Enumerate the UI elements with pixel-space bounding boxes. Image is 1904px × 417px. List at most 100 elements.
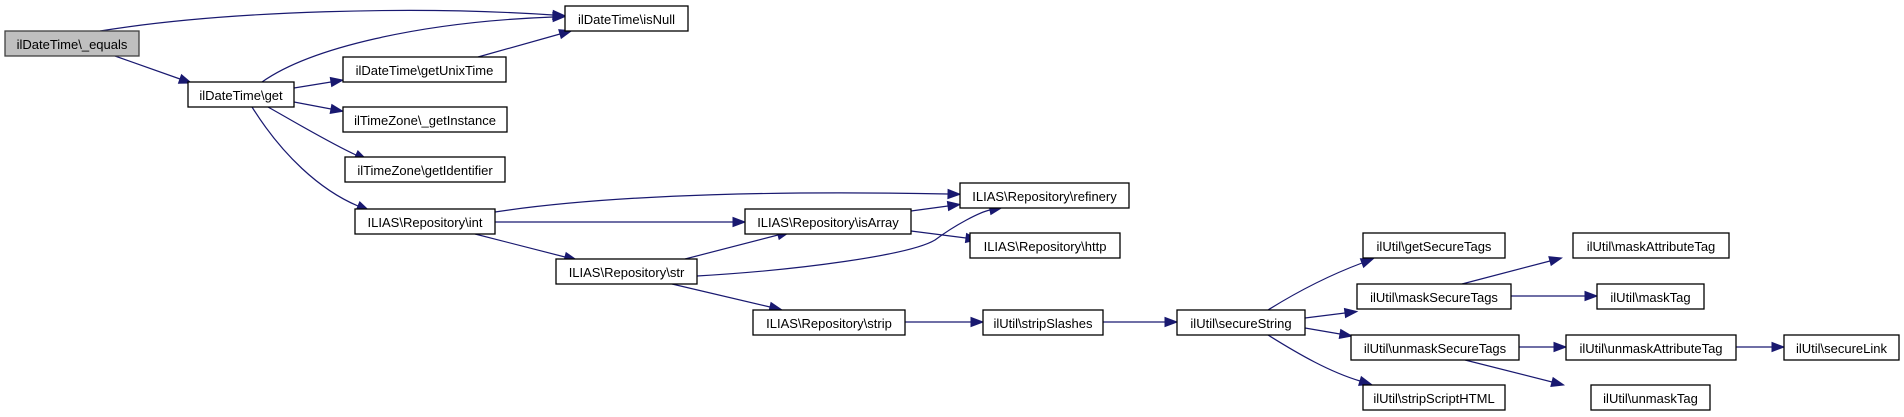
node-label: ilUtil\getSecureTags	[1377, 239, 1492, 254]
node-box	[1176, 309, 1306, 336]
edge-ilutil-masksecuretags-to-ilutil-maskattributetag	[1461, 256, 1563, 285]
arrowhead-icon	[1550, 376, 1566, 387]
node-ilutil-stripscripthtml[interactable]: ilUtil\stripScriptHTML	[1362, 384, 1506, 411]
arrowhead-icon	[1343, 307, 1359, 319]
node-ilias-repository-str[interactable]: ILIAS\Repository\str	[555, 258, 698, 285]
node-ilutil-securelink[interactable]: ilUtil\secureLink	[1783, 334, 1900, 361]
edge-ildatetime-get-to-iltimezone-getinstance	[293, 101, 345, 115]
node-ilutil-getsecuretags[interactable]: ilUtil\getSecureTags	[1362, 232, 1506, 259]
arrowhead-icon	[732, 216, 747, 228]
node-label: ILIAS\Repository\refinery	[972, 189, 1117, 204]
edge-ildatetime-equals-to-ildatetime-get	[114, 55, 193, 84]
node-label: ilUtil\unmaskSecureTags	[1364, 341, 1507, 356]
node-box	[564, 5, 689, 32]
node-ilutil-masktag[interactable]: ilUtil\maskTag	[1596, 283, 1705, 310]
edge-ilutil-securestring-to-ilutil-getsecuretags	[1267, 258, 1375, 311]
edges	[99, 9, 1786, 387]
node-ilutil-securestring[interactable]: ilUtil\secureString	[1176, 309, 1306, 336]
node-box	[187, 81, 295, 108]
edge-ilias-repository-str-to-ilias-repository-strip	[671, 283, 784, 312]
edge-ilutil-stripslashes-to-ilutil-securestring	[1103, 316, 1179, 328]
node-ilias-repository-refinery[interactable]: ILIAS\Repository\refinery	[959, 182, 1130, 209]
edge-line	[474, 233, 566, 258]
edge-line	[293, 81, 332, 89]
arrowhead-icon	[1359, 258, 1375, 269]
edge-ildatetime-get-to-ildatetime-getunixtime	[293, 76, 345, 89]
node-iltimezone-getinstance[interactable]: ilTimeZone\_getInstance	[342, 106, 508, 133]
node-ilutil-unmasktag[interactable]: ilUtil\unmaskTag	[1590, 384, 1711, 411]
node-label: ILIAS\Repository\strip	[766, 316, 892, 331]
node-box	[1356, 283, 1512, 310]
edge-line	[1267, 262, 1363, 311]
arrowhead-icon	[970, 316, 985, 328]
edge-line	[1464, 359, 1553, 383]
node-box	[1565, 334, 1737, 361]
edge-ildatetime-getunixtime-to-ildatetime-isnull	[477, 29, 573, 58]
node-label: ilUtil\unmaskAttributeTag	[1579, 341, 1722, 356]
edge-ilutil-masksecuretags-to-ilutil-masktag	[1511, 290, 1599, 302]
arrowhead-icon	[1338, 328, 1354, 340]
node-ildatetime-equals[interactable]: ilDateTime\_equals	[4, 30, 140, 57]
node-label: ilUtil\secureLink	[1796, 341, 1888, 356]
node-ilutil-masksecuretags[interactable]: ilUtil\maskSecureTags	[1356, 283, 1512, 310]
edge-ilutil-unmasksecuretags-to-ilutil-unmaskattributetag	[1519, 341, 1568, 353]
node-ilutil-stripslashes[interactable]: ilUtil\stripSlashes	[982, 309, 1104, 336]
node-ildatetime-isnull[interactable]: ilDateTime\isNull	[564, 5, 689, 32]
edge-line	[910, 230, 967, 239]
node-label: ilUtil\maskAttributeTag	[1587, 239, 1716, 254]
edge-line	[1267, 334, 1361, 382]
node-box	[1590, 384, 1711, 411]
node-ilias-repository-strip[interactable]: ILIAS\Repository\strip	[752, 309, 906, 336]
arrowhead-icon	[329, 76, 345, 88]
edge-ilutil-unmasksecuretags-to-ilutil-unmasktag	[1464, 359, 1566, 387]
node-ilutil-maskattributetag[interactable]: ilUtil\maskAttributeTag	[1572, 232, 1730, 259]
node-box	[1350, 334, 1520, 361]
edge-line	[293, 101, 332, 110]
node-ildatetime-getunixtime[interactable]: ilDateTime\getUnixTime	[342, 56, 507, 83]
node-label: ilDateTime\get	[199, 88, 283, 103]
edge-ilutil-securestring-to-ilutil-unmasksecuretags	[1304, 327, 1354, 340]
node-label: ilDateTime\isNull	[578, 12, 675, 27]
edge-line	[251, 106, 359, 207]
node-label: ilUtil\maskTag	[1610, 290, 1690, 305]
node-label: ILIAS\Repository\int	[368, 215, 483, 230]
node-box	[342, 106, 508, 133]
node-label: ilTimeZone\_getInstance	[354, 113, 496, 128]
node-label: ILIAS\Repository\isArray	[757, 215, 899, 230]
node-label: ilDateTime\getUnixTime	[356, 63, 494, 78]
node-box	[1572, 232, 1730, 259]
node-ilias-repository-int[interactable]: ILIAS\Repository\int	[354, 208, 496, 235]
node-label: ilUtil\maskSecureTags	[1370, 290, 1498, 305]
edge-ilutil-securestring-to-ilutil-stripscripthtml	[1267, 334, 1373, 386]
edge-ilias-repository-strip-to-ilutil-stripslashes	[905, 316, 985, 328]
node-box	[344, 156, 506, 183]
node-label: ILIAS\Repository\http	[984, 239, 1107, 254]
node-ildatetime-get[interactable]: ilDateTime\get	[187, 81, 295, 108]
edge-line	[494, 192, 949, 213]
edge-line	[1304, 327, 1341, 335]
node-ilias-repository-isarray[interactable]: ILIAS\Repository\isArray	[744, 208, 912, 235]
arrowhead-icon	[1771, 341, 1786, 353]
edge-line	[261, 16, 554, 83]
edge-line	[1461, 260, 1551, 285]
node-box	[969, 232, 1121, 259]
node-iltimezone-getidentifier[interactable]: ilTimeZone\getIdentifier	[344, 156, 506, 183]
node-label: ilUtil\secureString	[1190, 316, 1291, 331]
edge-line	[1304, 312, 1346, 319]
arrowhead-icon	[1548, 256, 1563, 267]
edge-line	[684, 234, 779, 260]
edge-line	[477, 33, 561, 58]
arrowhead-icon	[1553, 341, 1568, 353]
node-ilutil-unmasksecuretags[interactable]: ilUtil\unmaskSecureTags	[1350, 334, 1520, 361]
node-ilias-repository-http[interactable]: ILIAS\Repository\http	[969, 232, 1121, 259]
node-box	[1362, 384, 1506, 411]
node-box	[4, 30, 140, 57]
node-box	[1596, 283, 1705, 310]
node-label: ilDateTime\_equals	[17, 37, 128, 52]
arrowhead-icon	[946, 200, 962, 212]
arrowhead-icon	[329, 103, 345, 115]
node-box	[982, 309, 1104, 336]
node-label: ilUtil\stripSlashes	[994, 316, 1093, 331]
node-ilutil-unmaskattributetag[interactable]: ilUtil\unmaskAttributeTag	[1565, 334, 1737, 361]
